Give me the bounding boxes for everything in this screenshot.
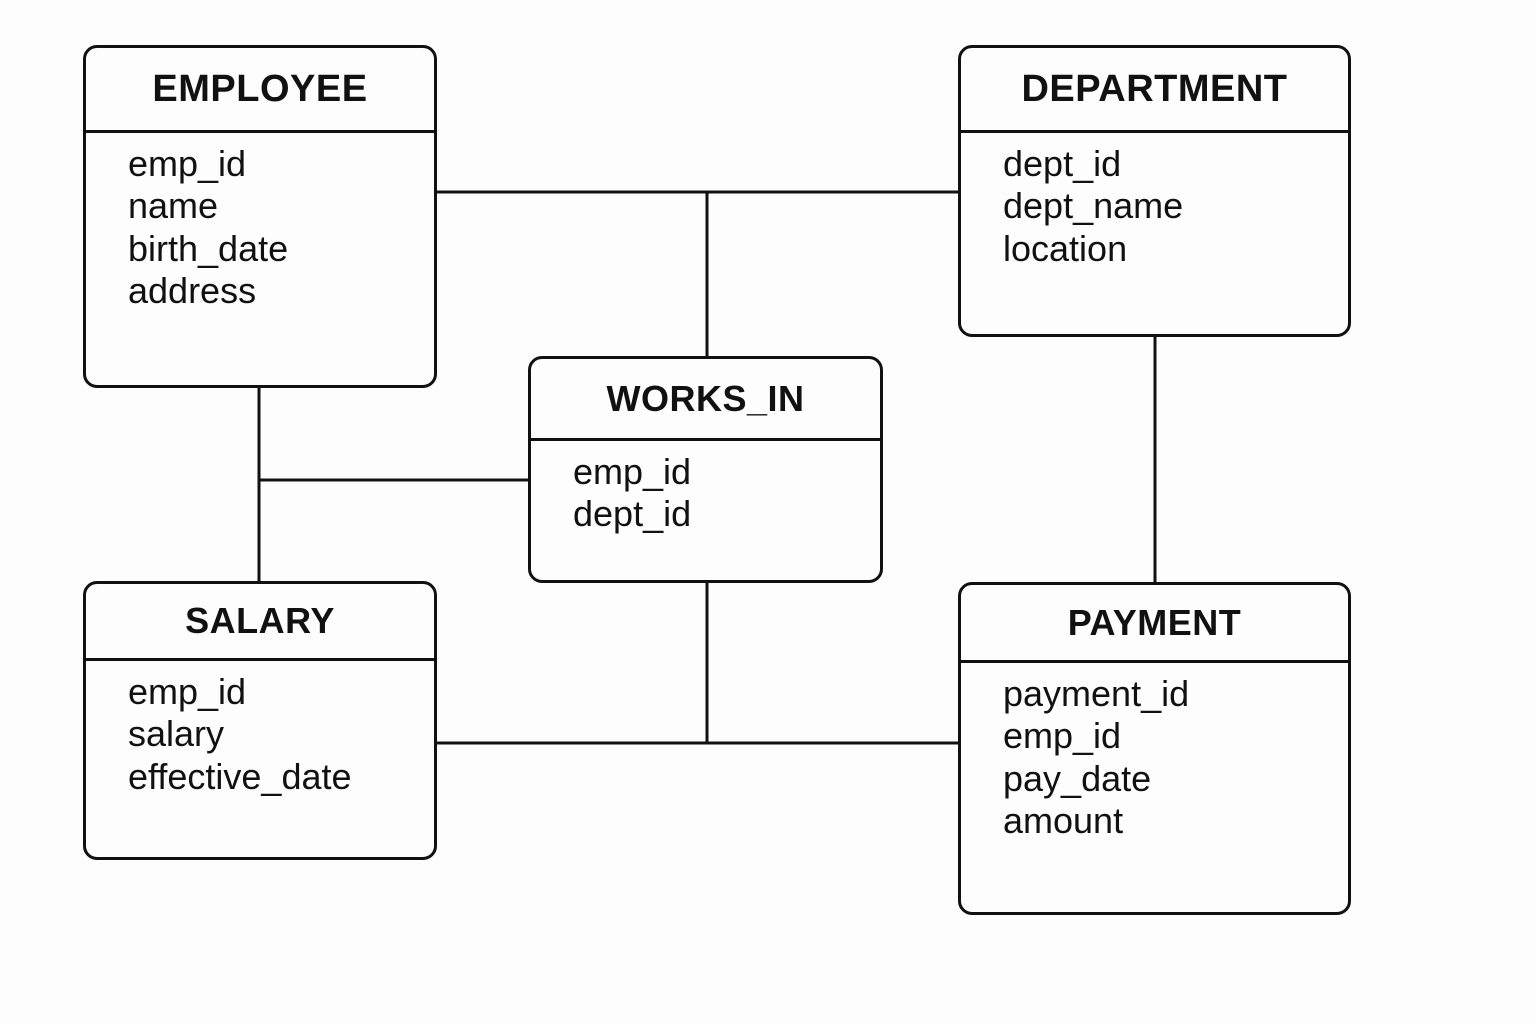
attribute-row: address (128, 270, 257, 312)
entity-title-salary: SALARY (86, 584, 434, 661)
attribute-row: payment_id (1003, 673, 1190, 714)
attribute-row: dept_id (573, 493, 692, 535)
attribute-row: dept_name (1003, 185, 1184, 227)
entity-title-employee: EMPLOYEE (86, 48, 434, 133)
entity-title-works_in: WORKS_IN (531, 359, 880, 441)
attribute-row: emp_id (573, 451, 692, 492)
attribute-row: salary (128, 713, 225, 755)
attribute-row: dept_id (1003, 143, 1122, 184)
attribute-row: emp_id (128, 671, 247, 712)
attribute-row: pay_date (1003, 757, 1152, 799)
attribute-row: emp_id (1003, 715, 1122, 757)
entity-title-payment: PAYMENT (961, 585, 1348, 663)
attribute-row: name (128, 185, 219, 227)
attribute-row: location (1003, 227, 1128, 269)
attribute-row: amount (1003, 800, 1124, 842)
attribute-row: birth_date (128, 227, 289, 269)
entity-title-department: DEPARTMENT (961, 48, 1348, 133)
attribute-row: effective_date (128, 755, 352, 797)
attribute-row: emp_id (128, 143, 247, 184)
